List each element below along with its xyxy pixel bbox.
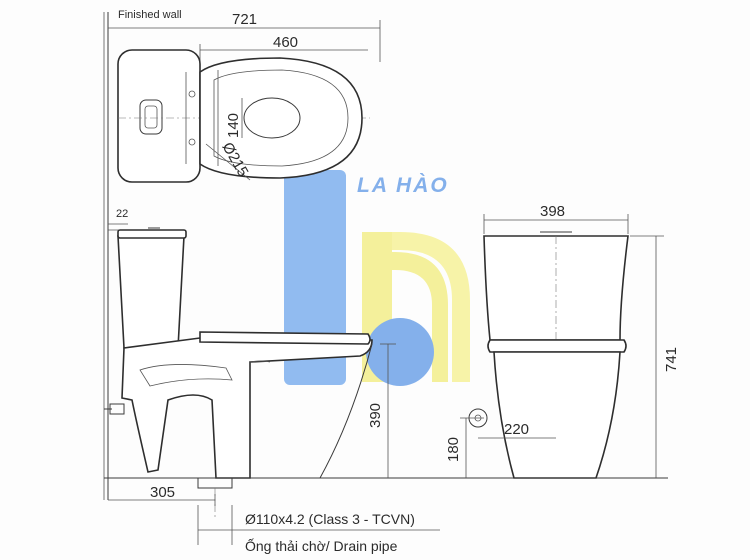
dim-180: 180 [445, 437, 462, 462]
finished-wall-label: Finished wall [118, 9, 182, 21]
seat-side [199, 331, 371, 345]
dim-741: 741 [663, 347, 680, 372]
tank-plan [117, 49, 201, 183]
flush-button-plan [139, 99, 163, 135]
dim-305: 305 [150, 484, 175, 501]
dim-22: 22 [116, 208, 128, 220]
pipe-spec-label: Ø110x4.2 (Class 3 - TCVN) [245, 511, 415, 527]
dim-140: 140 [225, 113, 242, 138]
bowl-side [121, 337, 373, 479]
watermark-text: LA HÀO [357, 174, 449, 197]
front-elevation: 398 741 220 180 [445, 203, 680, 479]
drain-pipe-label: Ống thải chờ/ Drain pipe [245, 537, 398, 554]
seat-front [487, 339, 627, 353]
dim-398: 398 [540, 203, 565, 220]
bowl-front [493, 351, 621, 479]
front-curve-side [319, 343, 373, 479]
dim-220: 220 [504, 421, 529, 438]
watermark-bar-blue [284, 170, 346, 385]
watermark-logo: LA HÀO [284, 170, 470, 386]
dim-390: 390 [367, 403, 384, 428]
drain-outlet-plan [243, 97, 301, 139]
dim-721: 721 [232, 11, 257, 28]
drain-pipe-stub [197, 477, 233, 489]
tank-side [117, 235, 185, 349]
plan-view: Finished wall 721 460 140 Ø215 [103, 9, 381, 500]
watermark-circle [366, 318, 434, 386]
dim-460: 460 [273, 34, 298, 51]
water-inlet-side [109, 403, 125, 415]
side-elevation: 22 390 305 Ø110x4.2 (Cla [104, 208, 470, 554]
